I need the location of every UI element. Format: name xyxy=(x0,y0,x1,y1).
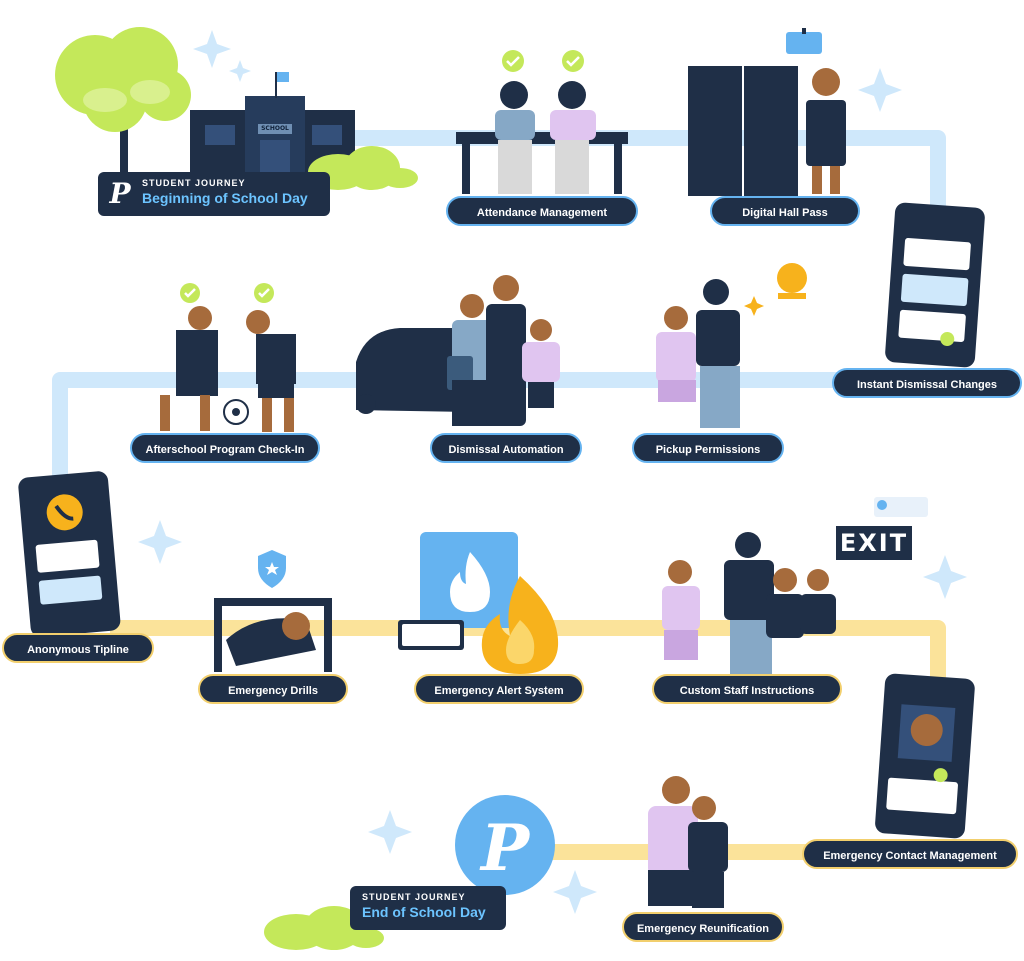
pickup-illustration xyxy=(656,279,740,428)
check-icon xyxy=(502,50,584,72)
step-alert: Emergency Alert System xyxy=(414,674,584,704)
staff-instructions-illustration xyxy=(662,532,836,674)
p-logo-icon: P xyxy=(455,795,555,895)
svg-text:P: P xyxy=(479,811,531,886)
phone-icon xyxy=(18,471,121,637)
step-instant-dismissal: Instant Dismissal Changes xyxy=(832,368,1022,398)
police-badge-icon xyxy=(258,550,286,588)
sparkle-icon xyxy=(138,30,967,914)
step-drills: Emergency Drills xyxy=(198,674,348,704)
step-afterschool: Afterschool Program Check-In xyxy=(130,433,320,463)
exit-sign-icon: EXIT xyxy=(836,526,912,560)
afterschool-illustration xyxy=(160,306,296,432)
soccer-ball-icon xyxy=(223,399,249,425)
school-sign: SCHOOL xyxy=(258,124,292,134)
badge-kicker: STUDENT JOURNEY xyxy=(142,178,246,188)
step-hall-pass: Digital Hall Pass xyxy=(710,196,860,226)
journey-end-badge: STUDENT JOURNEY End of School Day xyxy=(350,886,506,930)
step-staff-instructions: Custom Staff Instructions xyxy=(652,674,842,704)
tree-icon xyxy=(55,27,191,175)
step-contact-management: Emergency Contact Management xyxy=(802,839,1018,869)
step-dismissal-automation: Dismissal Automation xyxy=(430,433,582,463)
flame-icon xyxy=(481,576,559,674)
journey-start-badge: P STUDENT JOURNEY Beginning of School Da… xyxy=(98,172,330,216)
step-pickup: Pickup Permissions xyxy=(632,433,784,463)
dismissal-illustration xyxy=(447,275,560,426)
id-badge-icon xyxy=(786,28,822,54)
bell-icon xyxy=(744,263,807,316)
attendance-illustration xyxy=(456,81,628,194)
badge-title: Beginning of School Day xyxy=(142,190,308,206)
phone-instant-dismissal xyxy=(885,202,985,368)
badge-kicker: STUDENT JOURNEY xyxy=(362,892,466,902)
p-logo-icon: P xyxy=(109,177,131,210)
car-icon xyxy=(356,328,470,414)
step-tipline: Anonymous Tipline xyxy=(2,633,154,663)
bush-icon xyxy=(264,906,384,950)
phone-contact-management xyxy=(875,673,975,839)
step-attendance: Attendance Management xyxy=(446,196,638,226)
fire-alert-icon xyxy=(420,532,518,628)
drills-illustration xyxy=(214,598,332,672)
badge-title: End of School Day xyxy=(362,904,486,920)
check-icon xyxy=(180,283,274,303)
reunification-illustration xyxy=(648,776,728,908)
hall-pass-illustration xyxy=(688,66,846,196)
step-reunification: Emergency Reunification xyxy=(622,912,784,942)
message-bubble-icon xyxy=(398,497,928,650)
